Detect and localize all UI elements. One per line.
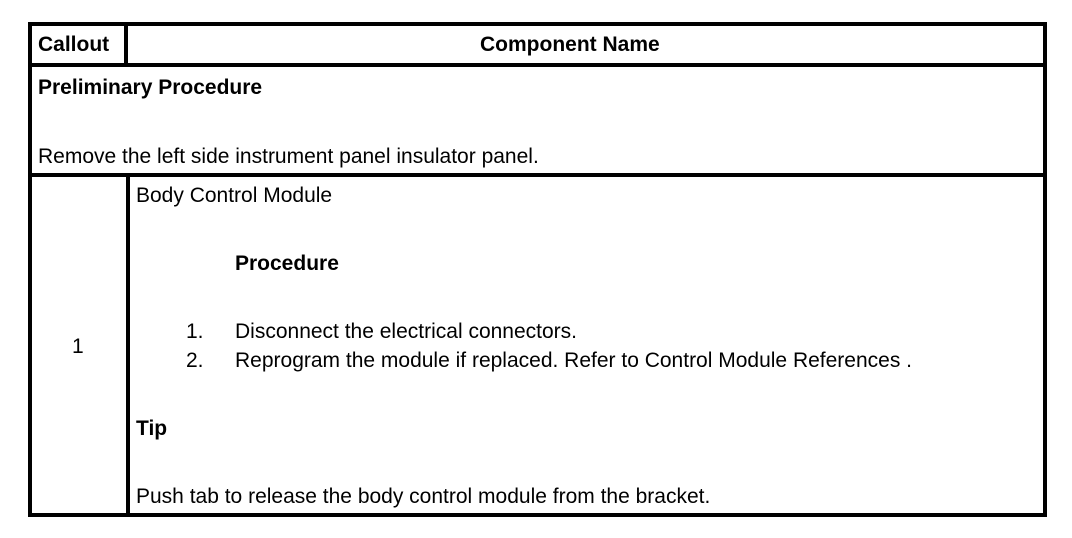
- header-callout: Callout: [38, 33, 110, 56]
- preliminary-title: Preliminary Procedure: [38, 76, 263, 99]
- step-1-text: Disconnect the electrical connectors.: [235, 320, 577, 343]
- tip-title: Tip: [136, 417, 168, 440]
- header-divider: [32, 63, 1043, 67]
- row1-callout: 1: [72, 335, 84, 358]
- preliminary-text: Remove the left side instrument panel in…: [38, 145, 539, 168]
- component-table: Callout Component Name Preliminary Proce…: [28, 22, 1047, 517]
- preliminary-divider: [32, 173, 1043, 177]
- tip-text: Push tab to release the body control mod…: [136, 485, 711, 508]
- header-component-name: Component Name: [480, 33, 660, 56]
- step-1-number: 1.: [186, 320, 204, 343]
- step-2-number: 2.: [186, 349, 204, 372]
- step-2-text: Reprogram the module if replaced. Refer …: [235, 349, 913, 372]
- procedure-title: Procedure: [235, 252, 339, 275]
- row1-column-divider: [126, 175, 130, 517]
- header-column-divider: [124, 26, 128, 65]
- row1-component: Body Control Module: [136, 184, 333, 207]
